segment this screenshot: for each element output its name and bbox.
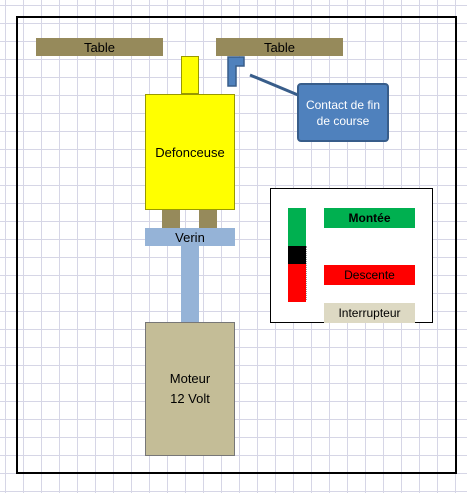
legend-down-label: Descente (344, 268, 395, 282)
legend-switch: Interrupteur (324, 303, 415, 323)
table-left-label: Table (83, 39, 116, 55)
motor-label-line2: 12 Volt (170, 391, 210, 406)
switch-guide-line (306, 246, 307, 300)
legend-switch-label: Interrupteur (338, 306, 401, 320)
actuator-rod (181, 246, 199, 322)
switch-up-segment (288, 208, 306, 246)
switch-off-segment (288, 246, 306, 264)
legend-up: Montée (324, 208, 415, 228)
router-bit (181, 56, 199, 94)
router-mount-right (199, 210, 217, 228)
callout-text: Contact de fin de course (305, 97, 381, 128)
router-label: Defonceuse (155, 144, 225, 160)
legend-down: Descente (324, 265, 415, 285)
table-left: Table (36, 38, 163, 56)
router-body: Defonceuse (145, 94, 235, 210)
motor: Moteur 12 Volt (145, 322, 235, 456)
actuator-label: Verin (175, 229, 205, 245)
switch-down-segment (288, 264, 306, 302)
table-right-label: Table (263, 39, 296, 55)
motor-label-line1: Moteur (169, 371, 211, 386)
table-right: Table (216, 38, 343, 56)
legend-up-label: Montée (348, 211, 391, 225)
limit-switch-callout: Contact de fin de course (297, 83, 389, 142)
diagram-frame (16, 16, 457, 474)
router-mount-left (162, 210, 180, 228)
actuator: Verin (145, 228, 235, 246)
